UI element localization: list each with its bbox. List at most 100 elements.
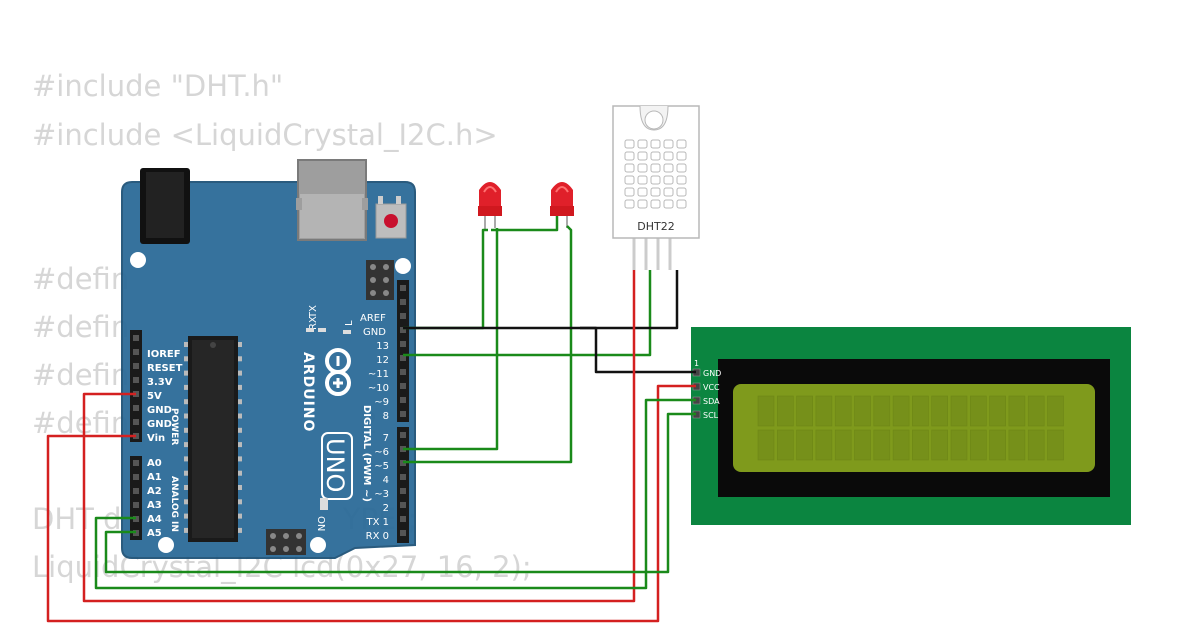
- digital-pin-label: 4: [383, 475, 389, 486]
- digital-pin-label: 2: [383, 503, 389, 514]
- header-slot[interactable]: [400, 488, 406, 494]
- header-slot[interactable]: [133, 474, 139, 480]
- header-slot[interactable]: [400, 516, 406, 522]
- lcd-char-cell: [969, 429, 987, 461]
- aref-label: AREF: [360, 313, 386, 324]
- analog-pin-label: A5: [147, 528, 162, 539]
- dht22-sensor[interactable]: DHT22: [612, 105, 700, 270]
- header-slot[interactable]: [400, 502, 406, 508]
- header-slot[interactable]: [400, 355, 406, 361]
- dht-grid-cell: [663, 187, 674, 197]
- header-slot[interactable]: [400, 397, 406, 403]
- dht-grid-cell: [637, 163, 648, 173]
- power-header: [130, 330, 142, 442]
- digital-pin-label: RX 0: [366, 531, 389, 542]
- wire-green: [403, 225, 573, 464]
- header-slot[interactable]: [133, 363, 139, 369]
- header-slot[interactable]: [400, 474, 406, 480]
- code-line: #defin: [32, 358, 130, 392]
- chip-pin: [238, 442, 242, 448]
- dht-grid-cell: [624, 175, 635, 185]
- chip-pin: [238, 413, 242, 419]
- chip-pin: [184, 413, 188, 419]
- header-slot[interactable]: [400, 285, 406, 291]
- lcd-pin-label: SCL: [703, 411, 719, 420]
- dht-grid-cell: [624, 199, 635, 209]
- wire-black: [580, 326, 696, 374]
- chip-pin: [184, 370, 188, 376]
- chip-pin: [184, 399, 188, 405]
- lcd-char-cell: [757, 395, 775, 427]
- power-label: POWER: [169, 408, 179, 445]
- chip-pin: [238, 513, 242, 519]
- lcd-char-cell: [892, 395, 910, 427]
- dht22-label: DHT22: [637, 220, 674, 233]
- header-slot[interactable]: [133, 419, 139, 425]
- header-slot[interactable]: [400, 327, 406, 333]
- digital-pin-label: ~11: [368, 369, 389, 380]
- header-slot[interactable]: [400, 299, 406, 305]
- header-slot[interactable]: [133, 377, 139, 383]
- header-slot[interactable]: [133, 488, 139, 494]
- wire-green: [94, 398, 696, 590]
- dht-grid-cell: [663, 175, 674, 185]
- header-slot[interactable]: [400, 530, 406, 536]
- header-slot[interactable]: [400, 341, 406, 347]
- led-2[interactable]: [550, 182, 574, 230]
- dht-grid-cell: [650, 151, 661, 161]
- chip-pin: [238, 370, 242, 376]
- arduino-brand-text: ARDUINO: [300, 352, 316, 432]
- lcd-char-cell: [815, 429, 833, 461]
- header-slot[interactable]: [400, 383, 406, 389]
- code-line: #include "DHT.h": [32, 69, 284, 103]
- lcd-char-cell: [1027, 429, 1045, 461]
- lcd-char-cell: [989, 395, 1006, 427]
- header-slot[interactable]: [133, 502, 139, 508]
- dht-grid-cell: [663, 151, 674, 161]
- digital-pin-label: ~9: [374, 397, 389, 408]
- wires: [46, 216, 696, 623]
- analog-pin-label: A0: [147, 458, 162, 469]
- dht-grid-cell: [637, 151, 648, 161]
- header-slot[interactable]: [133, 405, 139, 411]
- dht-grid-cell: [624, 139, 635, 149]
- wire-green: [491, 216, 559, 232]
- dht-grid-cell: [676, 139, 687, 149]
- digital-pin-label: ~3: [374, 489, 389, 500]
- digital-pin-label: 8: [383, 411, 389, 422]
- arduino-logo: [325, 348, 351, 396]
- header-slot[interactable]: [400, 411, 406, 417]
- led-1[interactable]: [478, 182, 502, 230]
- analog-pin-label: A3: [147, 500, 162, 511]
- digital-pin-label: ~10: [368, 383, 389, 394]
- chip-pin: [184, 342, 188, 347]
- dht-grid-cell: [650, 163, 661, 173]
- wire-red: [82, 270, 636, 603]
- lcd-char-cell: [912, 429, 929, 461]
- header-slot[interactable]: [133, 349, 139, 355]
- header-slot[interactable]: [133, 335, 139, 341]
- digital-pin-label: 13: [376, 341, 389, 352]
- chip-pin: [238, 456, 242, 462]
- wire-green: [403, 228, 499, 451]
- header-slot[interactable]: [400, 432, 406, 438]
- digital-header-bottom: [397, 427, 409, 543]
- wire-red: [46, 384, 696, 623]
- header-slot[interactable]: [400, 313, 406, 319]
- lcd-char-cell: [1047, 429, 1064, 461]
- wire-green: [104, 412, 696, 574]
- arduino-uno-board[interactable]: TX RX L AREF GND 1312~11~10~987~6~54~32T…: [121, 159, 416, 559]
- lcd-char-cell: [989, 429, 1006, 461]
- chip-pin: [184, 485, 188, 490]
- digital-pin-label: 12: [376, 355, 389, 366]
- header-slot[interactable]: [133, 460, 139, 466]
- lcd-char-cell: [950, 429, 968, 461]
- lcd-char-cell: [1027, 395, 1045, 427]
- header-slot[interactable]: [400, 369, 406, 375]
- dht-grid-cell: [676, 163, 687, 173]
- on-label: ON: [315, 516, 326, 531]
- dht-grid-cell: [624, 187, 635, 197]
- chip-pin: [238, 527, 242, 533]
